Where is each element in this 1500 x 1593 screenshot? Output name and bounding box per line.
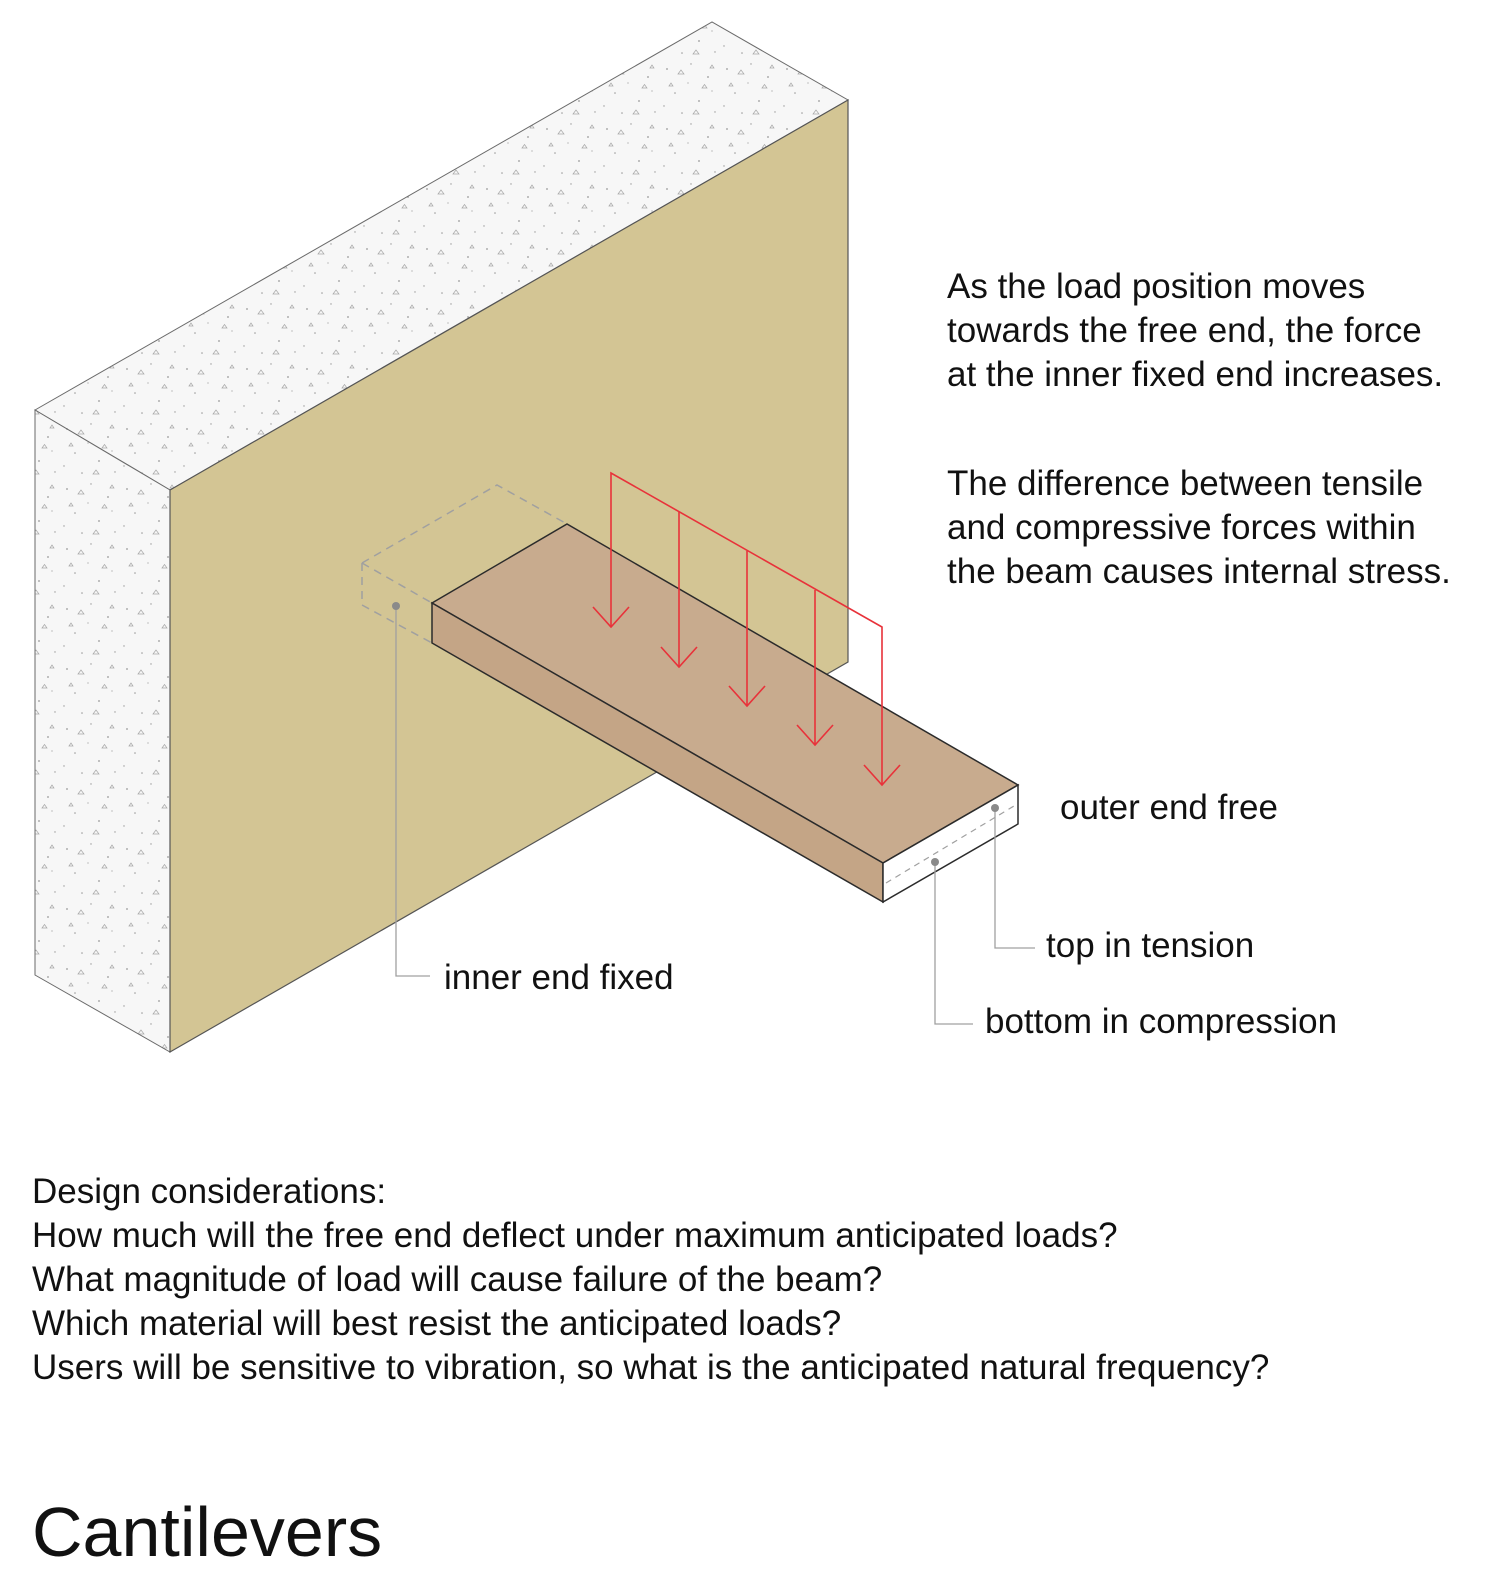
- design-question: Users will be sensitive to vibration, so…: [32, 1348, 1270, 1387]
- label-bottom-in-compression: bottom in compression: [985, 1002, 1338, 1041]
- design-heading: Design considerations:: [32, 1172, 387, 1211]
- inner-end-dot: [392, 602, 400, 610]
- note-stress-line: The difference between tensile: [947, 464, 1424, 503]
- note-stress-line: and compressive forces within: [947, 508, 1416, 547]
- page-title: Cantilevers: [32, 1493, 383, 1571]
- leader-dots: [392, 602, 999, 866]
- beam-free-end-face: [882, 783, 1019, 904]
- load-arrow-head-1: [592, 606, 630, 629]
- note-load-position: As the load position moves towards the f…: [947, 265, 1443, 397]
- load-arrow-head-3: [728, 685, 766, 708]
- leader-lines: [395, 606, 1035, 1025]
- note-stress-line: the beam causes internal stress.: [947, 552, 1451, 591]
- note-load-line: towards the free end, the force: [947, 311, 1422, 350]
- label-outer-end-free: outer end free: [1060, 788, 1278, 827]
- beam-neutral-axis: [885, 805, 1015, 884]
- load-arrows: [592, 471, 901, 787]
- note-internal-stress: The difference between tensile and compr…: [947, 462, 1451, 594]
- load-arrow-head-2: [660, 646, 698, 669]
- label-inner-end-fixed: inner end fixed: [444, 958, 674, 997]
- beam-hidden-portion: [361, 484, 568, 644]
- bottom-compression-dot: [931, 858, 939, 866]
- design-question: Which material will best resist the anti…: [32, 1304, 842, 1343]
- design-considerations: Design considerations: How much will the…: [32, 1170, 1269, 1390]
- load-arrow-head-4: [796, 724, 834, 747]
- note-load-line: at the inner fixed end increases.: [947, 355, 1444, 394]
- note-load-line: As the load position moves: [947, 267, 1366, 306]
- design-question: How much will the free end deflect under…: [32, 1216, 1118, 1255]
- design-question: What magnitude of load will cause failur…: [32, 1260, 883, 1299]
- wall: [34, 21, 850, 1054]
- top-tension-dot: [991, 804, 999, 812]
- load-arrow-head-5: [863, 764, 901, 787]
- cantilever-beam: [430, 523, 1020, 904]
- wall-side-face: [34, 409, 171, 1053]
- label-top-in-tension: top in tension: [1046, 926, 1255, 965]
